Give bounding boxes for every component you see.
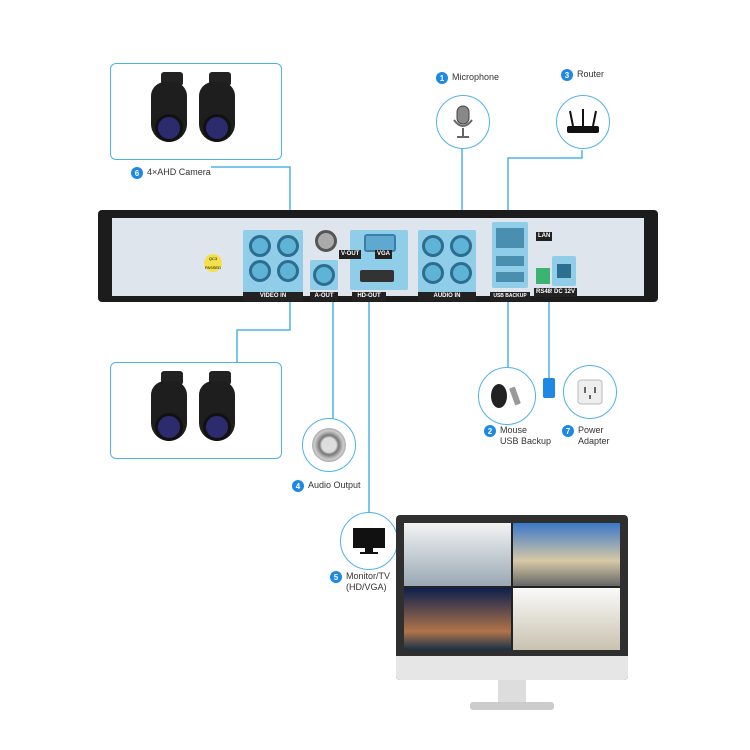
label-vga: VGA: [375, 250, 393, 259]
label-rs485: RS485: [534, 288, 557, 297]
label-v-out: V-OUT: [339, 250, 362, 259]
power-adapter-icon: [563, 365, 617, 419]
camera-icon: [195, 371, 239, 449]
label-video-in: VIDEO IN: [243, 292, 303, 301]
label-dc: DC 12V: [552, 288, 578, 297]
monitor-stand: [498, 680, 526, 704]
camera-icon: [195, 72, 239, 150]
camera-top-line: [211, 166, 291, 228]
lan-usb-ports[interactable]: [492, 222, 528, 288]
power-plug-icon: [543, 378, 555, 398]
label-hd-out: HD-OUT: [352, 292, 386, 301]
label-audio-in: AUDIO IN: [418, 292, 476, 301]
camera-feed-2: [513, 523, 620, 586]
qc-sticker: QC3 PASSED: [204, 254, 222, 272]
dc-power-port[interactable]: [552, 256, 576, 286]
camera-icon: [147, 72, 191, 150]
camera-feed-4: [513, 587, 620, 650]
camera-feed-1: [404, 523, 511, 586]
monitor-base: [470, 702, 554, 710]
camera-feed-3: [404, 587, 511, 650]
camera-panel-top: [110, 63, 282, 160]
dvr-rear-panel: QC3 PASSED VIDEO IN A-OUT V-OUT VGA HD-O…: [98, 210, 658, 302]
rs485-port[interactable]: [536, 268, 550, 284]
camera-panel-bottom: [110, 362, 282, 459]
audio-in-ports[interactable]: [418, 230, 476, 294]
monitor-display: [396, 515, 628, 680]
microphone-icon: [436, 95, 490, 149]
camera-icon: [147, 371, 191, 449]
label-lan: LAN: [536, 232, 553, 241]
camera-bottom-line: [236, 296, 291, 362]
label-usb: USB BACKUP: [490, 292, 530, 301]
router-icon: [556, 95, 610, 149]
monitor-tv-icon: [340, 512, 398, 570]
a-out-port[interactable]: [310, 260, 338, 290]
v-out-port[interactable]: [315, 230, 337, 252]
mouse-usb-icon: [478, 367, 536, 425]
video-in-ports[interactable]: [243, 230, 303, 294]
audio-output-icon: [302, 418, 356, 472]
label-a-out: A-OUT: [310, 292, 338, 301]
vga-hdmi-ports[interactable]: [350, 230, 408, 290]
router-line: [507, 150, 583, 225]
